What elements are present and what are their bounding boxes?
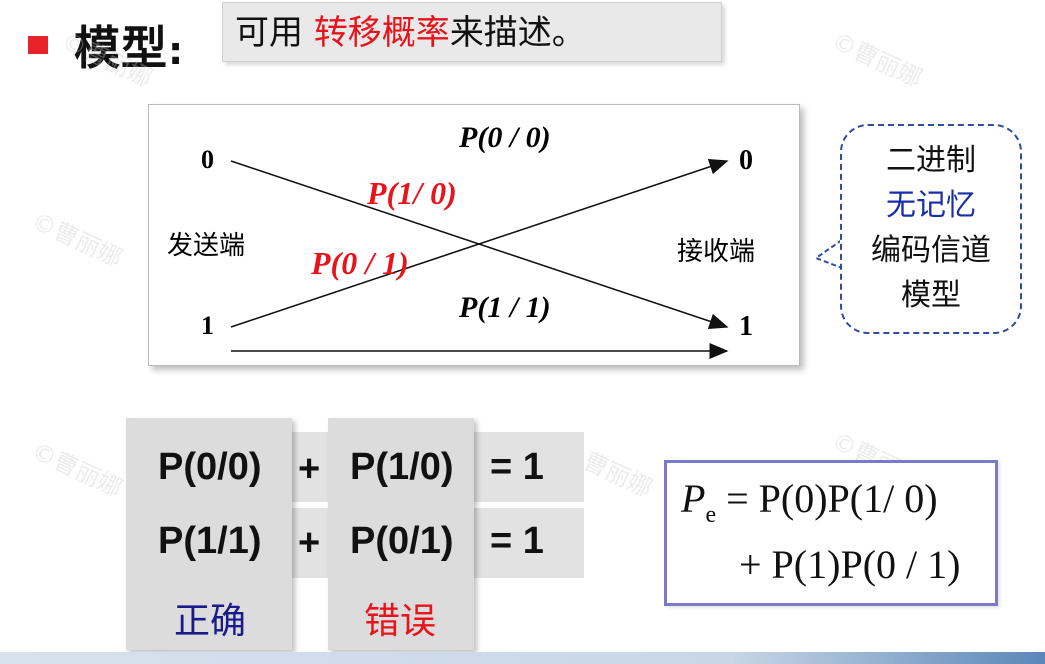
- bullet-square-icon: [28, 36, 48, 54]
- eq1-result: = 1: [490, 446, 544, 488]
- formula-line-2: + P(1)P(0 / 1): [739, 542, 961, 587]
- formula-line1-rhs: = P(0)P(1/ 0): [726, 476, 938, 521]
- prob-p00: P(0 / 0): [459, 121, 551, 154]
- formula-lhs: P: [681, 476, 706, 521]
- callout-bubble: 二进制 无记忆 编码信道 模型: [840, 124, 1022, 334]
- eq1-plus: +: [298, 448, 321, 490]
- receiver-label: 接收端: [677, 237, 756, 267]
- sender-label: 发送端: [167, 231, 246, 261]
- formula-line-1: Pe = P(0)P(1/ 0): [681, 475, 938, 529]
- heading-colon: :: [168, 29, 185, 73]
- arrow-1-to-0: [230, 158, 729, 328]
- footer-bar: [0, 652, 1045, 664]
- callout-line2: 无记忆: [886, 188, 976, 223]
- subtitle-prefix: 可用: [235, 13, 314, 53]
- subtitle-box: 可用 转移概率来描述。: [222, 2, 722, 62]
- input-0-label: 0: [201, 145, 214, 174]
- formula-lhs-sub: e: [705, 502, 717, 528]
- label-correct: 正确: [174, 601, 247, 642]
- subtitle-highlight: 转移概率: [313, 13, 450, 53]
- eq2-plus: +: [298, 522, 321, 564]
- prob-p11: P(1 / 1): [459, 291, 551, 324]
- heading-title: 模型: [74, 21, 168, 75]
- channel-arrows: [230, 158, 729, 359]
- callout-line3: 编码信道: [871, 233, 991, 268]
- error-probability-formula: Pe = P(0)P(1/ 0) + P(1)P(0 / 1): [664, 460, 998, 606]
- callout-line4: 模型: [901, 278, 961, 313]
- eq2-term-a: P(1/1): [158, 520, 262, 562]
- eq2-term-b: P(0/1): [350, 520, 454, 562]
- eq2-result: = 1: [490, 520, 544, 562]
- channel-diagram: 0 1 0 1 发送端 接收端 P(0 / 0) P(1/ 0) P(0 / 1…: [148, 104, 800, 366]
- callout-line1: 二进制: [886, 143, 976, 178]
- callout-pointer: [813, 239, 843, 269]
- watermark: ©曹丽娜: [27, 436, 127, 503]
- eq1-term-b: P(1/0): [350, 446, 454, 488]
- heading: 模型:: [74, 12, 184, 78]
- prob-p10: P(1/ 0): [367, 175, 457, 211]
- label-error: 错误: [364, 601, 437, 642]
- prob-p01: P(0 / 1): [311, 245, 409, 281]
- output-1-label: 1: [739, 311, 753, 342]
- watermark: ©曹丽娜: [827, 26, 927, 93]
- watermark: ©曹丽娜: [27, 206, 127, 273]
- eq1-term-a: P(0/0): [158, 446, 262, 488]
- error-column: [328, 418, 474, 650]
- output-0-label: 0: [739, 145, 753, 176]
- subtitle-suffix: 来描述。: [449, 13, 586, 53]
- input-1-label: 1: [201, 311, 214, 340]
- correct-column: [126, 418, 292, 650]
